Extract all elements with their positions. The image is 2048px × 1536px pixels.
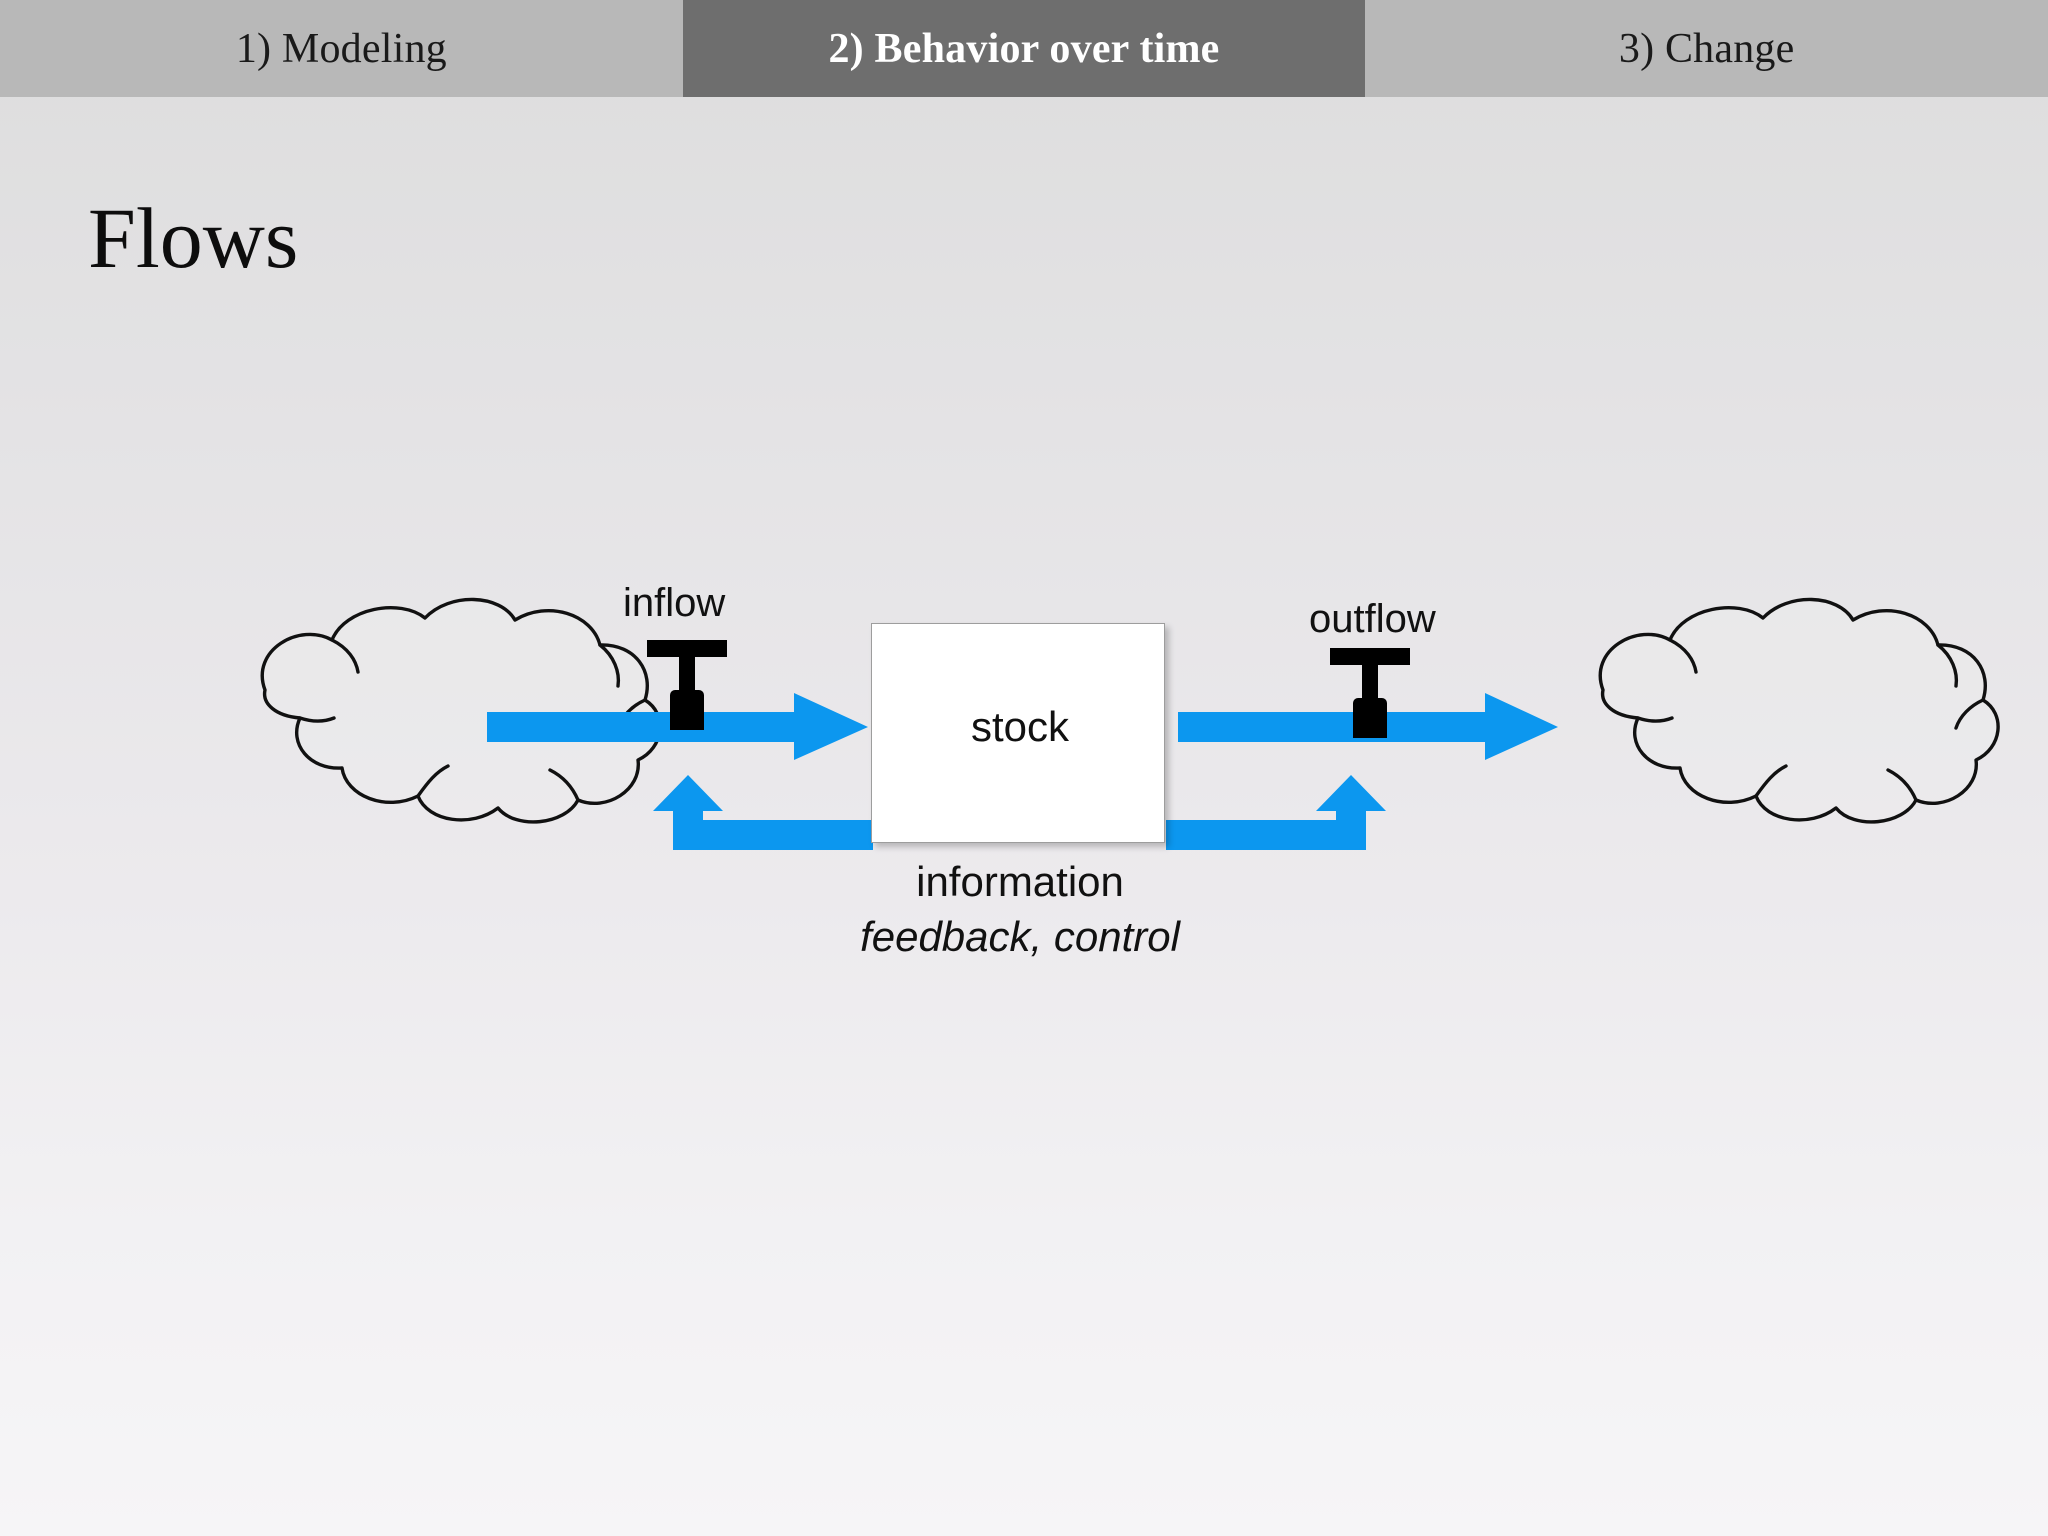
valve-bar — [647, 640, 727, 657]
tab-change[interactable]: 3) Change — [1365, 0, 2048, 97]
valve-stem — [1362, 663, 1378, 701]
nav-bar: 1) Modeling 2) Behavior over time 3) Cha… — [0, 0, 2048, 97]
inflow-label: inflow — [623, 581, 726, 625]
tab-modeling-label: 1) Modeling — [235, 25, 447, 72]
feedback-right-arrow — [1166, 775, 1386, 850]
valve-stem — [679, 655, 695, 693]
inflow-valve-icon[interactable] — [647, 640, 727, 730]
tab-change-label: 3) Change — [1618, 25, 1795, 72]
valve-bar — [1330, 648, 1410, 665]
tab-modeling[interactable]: 1) Modeling — [0, 0, 683, 97]
valve-body — [670, 690, 704, 730]
page-title: Flows — [88, 190, 299, 286]
tab-behavior-over-time-label: 2) Behavior over time — [828, 25, 1220, 72]
tab-behavior-over-time[interactable]: 2) Behavior over time — [682, 0, 1366, 97]
valve-body — [1353, 698, 1387, 738]
stock-label: stock — [970, 703, 1070, 750]
sink-cloud-icon — [1598, 597, 2000, 824]
outflow-valve-icon[interactable] — [1330, 648, 1410, 738]
information-label: information — [916, 858, 1124, 905]
source-cloud-icon — [260, 597, 662, 824]
feedback-left-arrow — [653, 775, 873, 850]
feedback-control-label: feedback, control — [860, 913, 1180, 960]
outflow-label: outflow — [1309, 597, 1436, 641]
stock-box[interactable] — [871, 623, 1165, 843]
